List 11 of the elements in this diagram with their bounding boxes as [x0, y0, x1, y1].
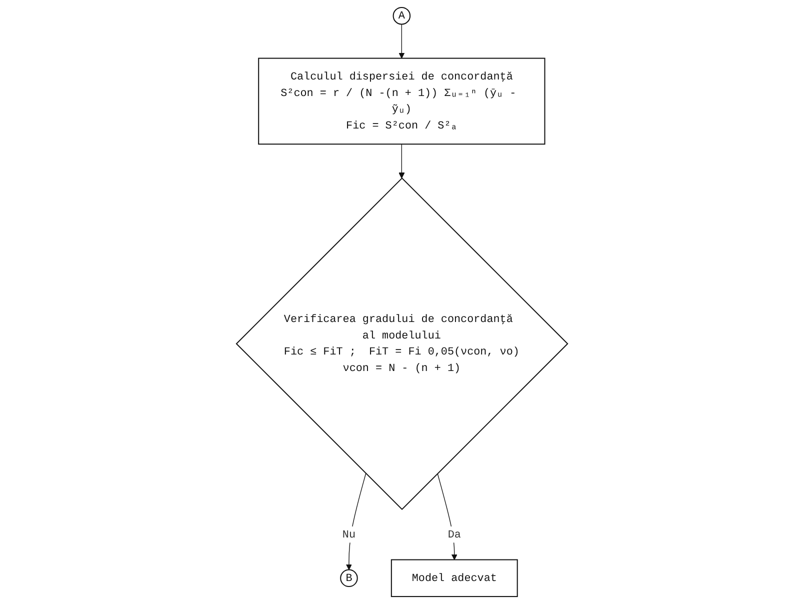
- node-box: Model adecvat: [390, 559, 518, 598]
- node-circle: A: [392, 6, 411, 25]
- node-diamond: Verificarea gradului de concordanţă al modelului Fic ≤ FiT ; FiT = Fi 0,05(νcon, νo) νcon = N - (n + 1): [236, 177, 568, 510]
- node-box: Calculul dispersiei de concordanţă S²con = r / (N -(n + 1)) Σᵤ₌₁ⁿ (ȳᵤ - ỹᵤ) Fic = S²con / S²ₐ: [258, 58, 546, 145]
- arrow: [437, 473, 458, 560]
- arrow: [398, 24, 405, 59]
- arrow: [398, 144, 405, 178]
- arrow: [346, 473, 366, 570]
- edge-label: Da: [448, 528, 461, 541]
- node-circle: B: [340, 569, 358, 588]
- edge-label: Nu: [342, 528, 356, 541]
